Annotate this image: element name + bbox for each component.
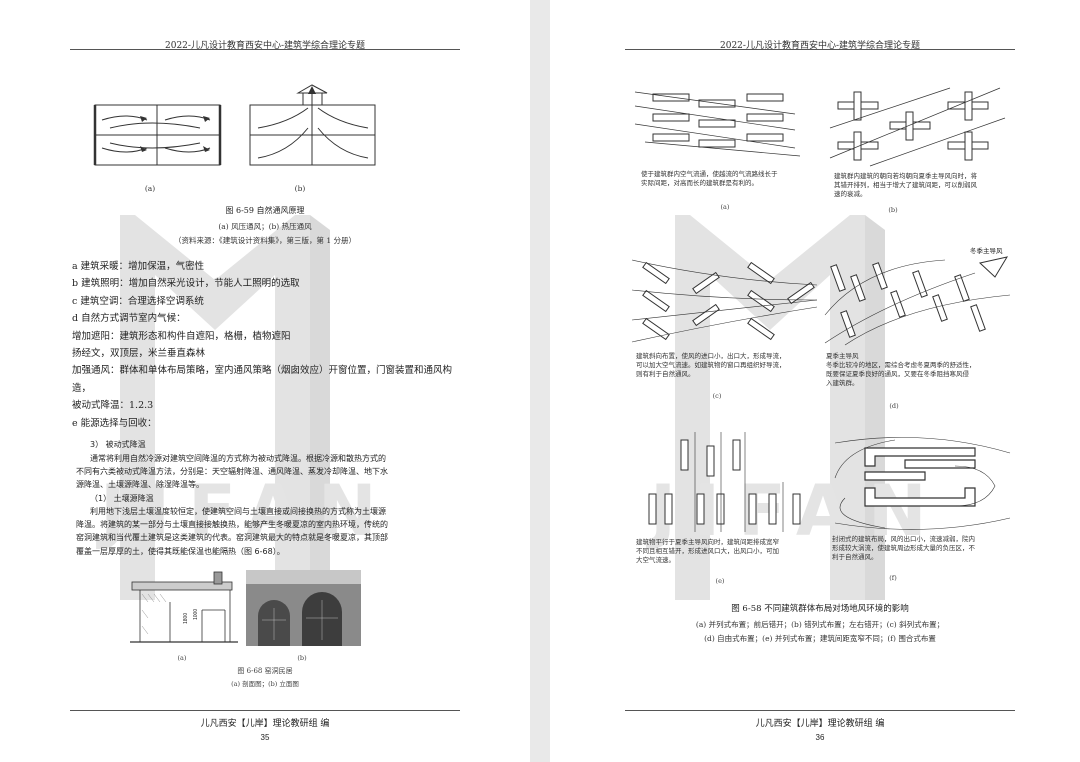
notes-block: a 建筑采暖：增加保温，气密性 b 建筑照明：增加自然采光设计，节能人工照明的选… — [72, 258, 452, 432]
fig68-subtitle: (a) 剖面图；(b) 立面图 — [231, 680, 299, 688]
natural-ventilation-diagram — [93, 84, 376, 166]
fig58-subtitle-1: (a) 并列式布置；前后错开；(b) 错列式布置；左右错开；(c) 斜列式布置； — [695, 620, 945, 629]
label-b: (b) — [888, 206, 898, 214]
label-c: (c) — [712, 392, 722, 400]
header-rule — [70, 49, 460, 50]
page-number: 35 — [260, 733, 270, 742]
label-f: (f) — [889, 574, 897, 582]
dimension-label: 1000 — [193, 608, 199, 620]
section-title: 3） 被动式降温 — [90, 440, 146, 449]
layout-diagram-f — [834, 437, 1011, 530]
subsection-title: （1） 土壤源降温 — [90, 494, 154, 503]
page-header: 2022-儿凡设计教育西安中心-建筑学综合理论专题 — [165, 41, 365, 51]
paragraph-1: 通常将利用自然冷源对建筑空间降温的方式称为被动式降温。根据冷源和散热方式的 不同… — [76, 452, 436, 492]
label-d: (d) — [889, 402, 899, 410]
fig58-title: 图 6-58 不同建筑群体布局对场地风环境的影响 — [731, 604, 909, 614]
fig59-label-a: (a) — [144, 184, 156, 193]
para-line: 通常将利用自然冷源对建筑空间降温的方式称为被动式降温。根据冷源和散热方式的 — [90, 454, 386, 463]
fig68-title: 图 6-68 窑洞民居 — [237, 667, 293, 675]
para-line: 源降温、土壤源降温、除湿降温等。 — [76, 480, 204, 490]
fig68-label-a: (a) — [177, 654, 187, 662]
fig59-subtitle: (a) 风压通风；(b) 热压通风 — [218, 222, 312, 231]
fig68-label-b: (b) — [297, 654, 307, 662]
note-line: 造， — [72, 382, 92, 394]
note-f: 封闭式的建筑布局，风的出口小，流速减弱，院内 形成较大涡流，使建筑周边形成大量的… — [832, 535, 975, 561]
note-line: e 能源选择与回收： — [72, 417, 157, 429]
dimension-label: 1800 — [183, 612, 189, 624]
note-b: 建筑群内建筑的朝向若均朝向夏季主导风向时，将 其错开排列，相当于增大了建筑间距，… — [834, 172, 977, 198]
label-e: (e) — [715, 577, 725, 585]
fig59-title: 图 6-59 自然通风原理 — [225, 206, 305, 215]
note-a: 使于建筑群内空气流通，使越流的气流路线长于 实际间距，对高而长的建筑群是有利的。 — [641, 170, 778, 187]
para-line: 覆盖一层厚厚的土，使得其既能保温也能隔热（图 6-68）。 — [76, 546, 285, 556]
layout-diagram-c — [631, 259, 818, 343]
winter-wind-label: 冬季主导风 — [970, 247, 1003, 255]
note-line: d 自然方式调节室内气候： — [72, 313, 186, 325]
cave-dwelling-section — [130, 571, 238, 643]
para-line: 窑洞建筑和当代覆土建筑是这类建筑的代表。窑洞建筑最大的特点就是冬暖夏凉，其顶部 — [76, 533, 388, 543]
fig59-source: （资料来源：《建筑设计资料集》，第三版，第 1 分册） — [173, 236, 357, 245]
page-header: 2022-儿凡设计教育西安中心-建筑学综合理论专题 — [720, 41, 920, 51]
footer-rule — [625, 710, 1015, 711]
label-a: (a) — [720, 203, 730, 211]
cave-dwelling-photo — [246, 570, 361, 646]
footer-rule — [70, 710, 460, 711]
para-line: 利用地下浅层土壤温度较恒定，使建筑空间与土壤直接或间接换热的方式称为土壤源 — [90, 507, 386, 516]
note-c: 建筑斜向布置，使风的进口小，出口大，形成导流， 可以加大空气流速。如建筑物的窗口… — [636, 352, 786, 378]
note-line: 加强通风：群体和单体布局策略，室内通风策略（烟囱效应）开窗位置，门窗装置和通风构 — [72, 365, 453, 377]
page-footer: 儿凡西安【儿岸】理论教研组 编 — [755, 719, 885, 729]
note-line: c 建筑空调：合理选择空调系统 — [72, 295, 204, 307]
para-line: 降温。将建筑的某一部分与土壤直接接触换热，能够产生冬暖夏凉的室内热环境，传统的 — [76, 520, 388, 530]
fig59-label-b: (b) — [294, 184, 306, 193]
page-number: 36 — [815, 733, 825, 742]
layout-diagram-a — [634, 91, 801, 157]
layout-diagram-d — [824, 256, 1011, 346]
note-line: a 建筑采暖：增加保温，气密性 — [72, 261, 205, 272]
note-d: 夏季主导风 冬季比较冷的地区，需综合考虑冬夏两季的舒适性， 既要保证夏季良好的通… — [826, 352, 976, 387]
note-line: 增加遮阳：建筑形态和构件自遮阳，格栅，植物遮阳 — [72, 330, 291, 342]
para-line: 不同有六类被动式降温方法，分别是：天空辐射降温、通风降温、蒸发冷却降温、地下水 — [76, 467, 388, 477]
layout-diagram-b — [829, 87, 1006, 167]
layout-diagram-e — [648, 432, 801, 532]
note-line: 扬经文，双顶层，米兰垂直森林 — [72, 348, 206, 360]
right-page: JIFAN 2022-儿凡设计教育西安中心-建筑学综合理论专题 使于建筑群内空气… — [550, 0, 1080, 762]
fig58-subtitle-2: (d) 自由式布置；(e) 并列式布置；建筑间距宽窄不同；(f) 围合式布置 — [704, 634, 936, 643]
note-line: 被动式降温：1.2.3 — [72, 400, 154, 412]
note-e: 建筑物平行于夏季主导风向时，建筑间距排成宽窄 不同且相互错开，形成进风口大，出风… — [636, 538, 779, 564]
note-line: b 建筑照明：增加自然采光设计，节能人工照明的选取 — [72, 278, 300, 290]
page-footer: 儿凡西安【儿岸】理论教研组 编 — [200, 719, 330, 729]
left-page: JIFAN 2022-儿凡设计教育西安中心-建筑学综合理论专题 — [0, 0, 530, 762]
paragraph-2: 利用地下浅层土壤温度较恒定，使建筑空间与土壤直接或间接换热的方式称为土壤源 降温… — [76, 505, 436, 558]
header-rule — [625, 49, 1015, 50]
